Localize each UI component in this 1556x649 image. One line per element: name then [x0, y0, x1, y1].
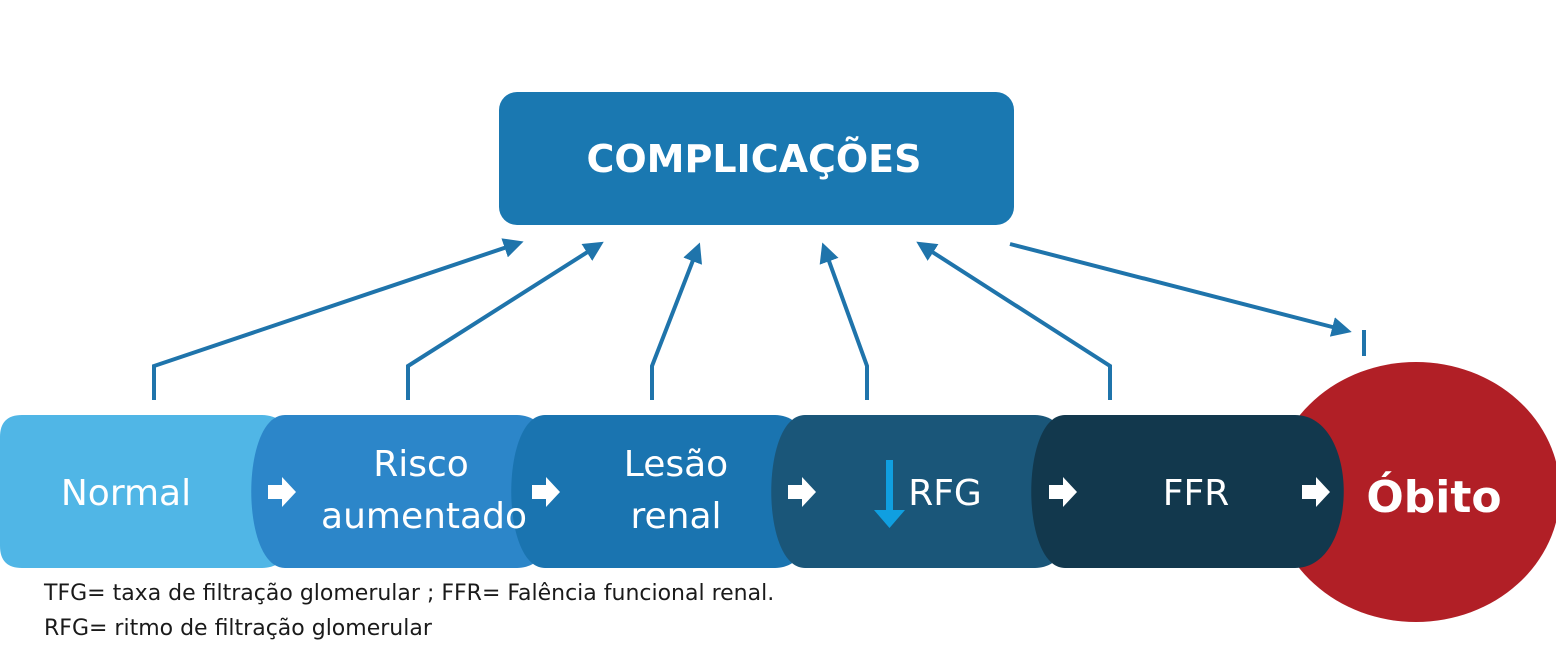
stage-label-renal: renal [630, 496, 721, 537]
stage-lesao-renal [511, 415, 820, 568]
obito-circle [1272, 362, 1556, 622]
footnote-line-1: TFG= taxa de filtração glomerular ; FFR=… [44, 581, 775, 606]
complications-box [499, 92, 1014, 225]
final-stage-label: Óbito [1366, 470, 1501, 523]
right-arrow-icon [788, 477, 816, 507]
stage-ffr [1031, 415, 1344, 568]
complications-label: COMPLICAÇÕES [586, 137, 921, 181]
stage-label-lesao: Lesão [624, 444, 728, 485]
stage-normal [0, 415, 307, 568]
stage-label-normal: Normal [61, 473, 191, 514]
stage-risco-aumentado [251, 415, 562, 568]
arrow-rfg-to-complications [819, 242, 869, 400]
arrow-risco-to-complications [406, 241, 604, 400]
stage-label-risco: Risco [373, 444, 469, 485]
stage-shape [251, 415, 562, 568]
arrow-normal-to-complications [152, 238, 524, 400]
arrow-ffr-to-complications [916, 241, 1112, 400]
right-arrow-icon [1302, 477, 1330, 507]
stage-shape [0, 415, 307, 568]
right-arrow-icon [1049, 477, 1077, 507]
arrow-lesao-to-complications [650, 242, 702, 400]
stage-label-ffr: FFR [1163, 473, 1229, 514]
stage-shape [771, 415, 1080, 568]
stage-label-aumentado: aumentado [321, 496, 527, 537]
stage-shape [1031, 415, 1344, 568]
right-arrow-icon [268, 477, 296, 507]
stage-rfg [771, 415, 1080, 568]
down-arrow-icon [874, 460, 905, 528]
arrow-complications-to-obito [1009, 242, 1352, 337]
right-arrow-icon [532, 477, 560, 507]
stage-label-rfg: RFG [908, 473, 982, 514]
footnote-line-2: RFG= ritmo de filtração glomerular [44, 616, 432, 641]
stage-shape [511, 415, 820, 568]
